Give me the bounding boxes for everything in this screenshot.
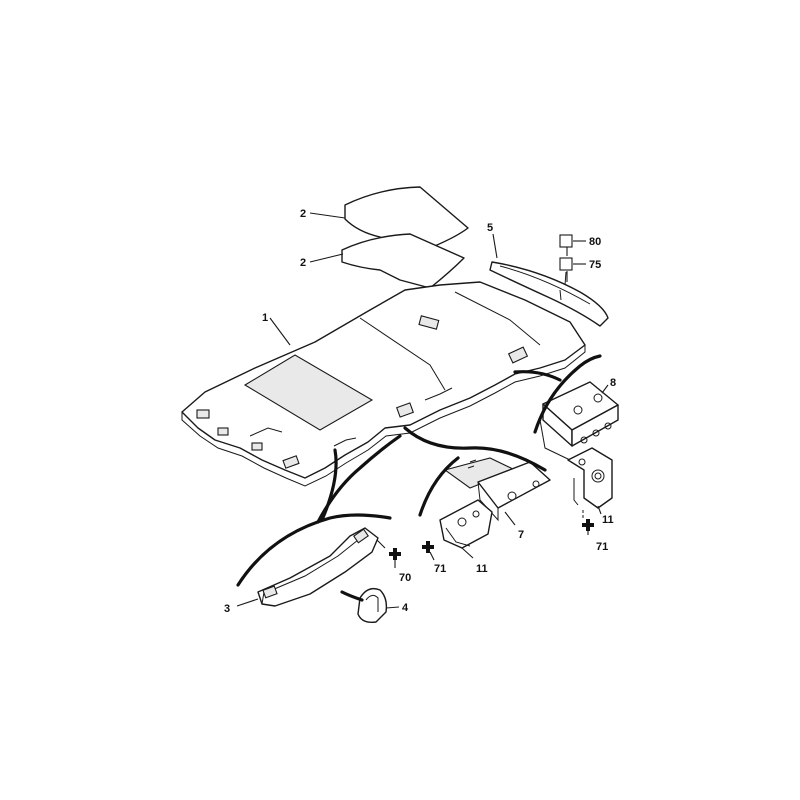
callout-11-left: 11	[476, 563, 488, 575]
part-5-trim-strip	[489, 261, 609, 327]
callout-3: 3	[224, 603, 230, 615]
part-4-clip	[357, 587, 388, 624]
callout-5: 5	[487, 222, 493, 234]
cross-icon	[582, 519, 594, 531]
part-2-panel-lower	[341, 233, 465, 289]
cross-icon	[389, 548, 401, 560]
callout-75: 75	[589, 259, 601, 271]
leader-lines	[236, 212, 609, 609]
callout-2-lower: 2	[300, 257, 306, 269]
part-1-headliner	[181, 281, 586, 487]
callout-2-upper: 2	[300, 208, 306, 220]
callout-8: 8	[610, 377, 616, 389]
part-11-bracket-left	[439, 499, 493, 549]
callout-71-left: 71	[434, 563, 446, 575]
part-8-module	[539, 381, 619, 461]
callout-11-right: 11	[602, 514, 614, 526]
callout-4: 4	[402, 602, 409, 614]
callout-7: 7	[518, 529, 524, 541]
callout-1: 1	[262, 312, 268, 324]
callout-80: 80	[589, 236, 601, 248]
part-7-plate	[443, 457, 551, 522]
part-11-bracket-right	[567, 447, 613, 518]
cross-icon	[422, 541, 434, 553]
square-box-icon	[559, 257, 573, 271]
callout-71-right: 71	[596, 541, 608, 553]
callout-70: 70	[399, 572, 411, 584]
square-box-icon	[559, 234, 573, 248]
part-2-panel-upper	[344, 186, 469, 251]
part-3-grab-handle	[257, 527, 379, 607]
grouping-lines	[236, 354, 602, 602]
